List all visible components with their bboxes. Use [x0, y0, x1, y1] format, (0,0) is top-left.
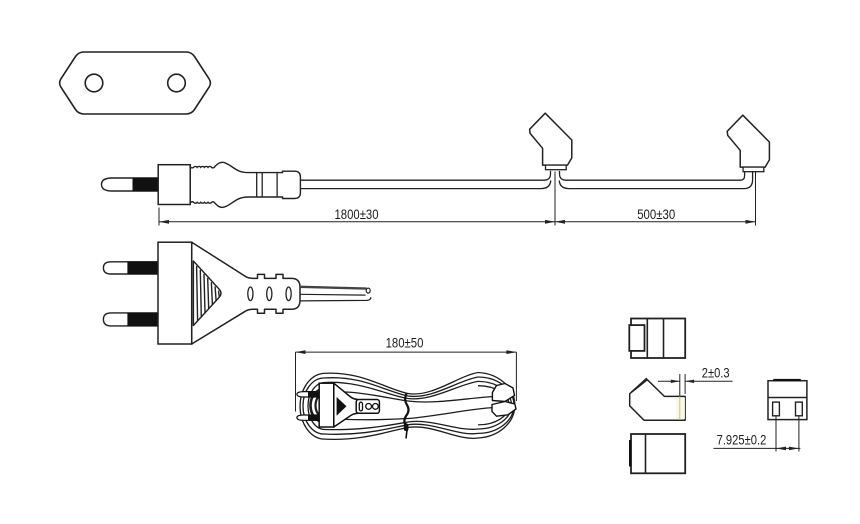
svg-text:180±50: 180±50 — [386, 335, 424, 351]
svg-text:1800±30: 1800±30 — [335, 206, 379, 222]
svg-text:2±0.3: 2±0.3 — [702, 365, 730, 381]
svg-text:500±30: 500±30 — [637, 206, 675, 222]
svg-text:7.925±0.2: 7.925±0.2 — [717, 431, 767, 447]
